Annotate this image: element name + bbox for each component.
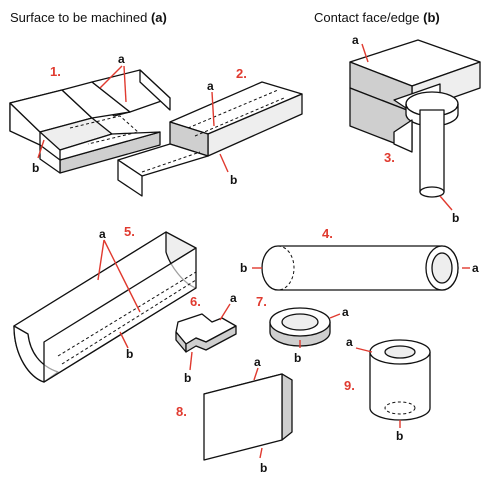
header-right-text: Contact face/edge (314, 10, 420, 25)
part-6-number: 6. (190, 294, 201, 309)
part-5-number: 5. (124, 224, 135, 239)
part-3-label-b: b (452, 211, 459, 225)
part-6-plate (175, 313, 237, 353)
svg-text:Contact face/edge (b): Contact face/edge (b) (314, 10, 440, 25)
part-4-label-a: a (472, 261, 479, 275)
part-7-label-b: b (294, 351, 301, 365)
part-3-number: 3. (384, 150, 395, 165)
part-1-label-b: b (32, 161, 39, 175)
part-9-label-b: b (396, 429, 403, 443)
part-4-label-b: b (240, 261, 247, 275)
header-left: Surface to be machined (a) (10, 10, 167, 25)
part-5-half-pipe (13, 231, 197, 383)
part-3-bracket (349, 39, 481, 198)
part-4-number: 4. (322, 226, 333, 241)
part-7-number: 7. (256, 294, 267, 309)
part-7-label-a: a (342, 305, 349, 319)
header-left-text: Surface to be machined (10, 10, 147, 25)
part-1-number: 1. (50, 64, 61, 79)
part-5-label-b: b (126, 347, 133, 361)
part-6-label-a: a (230, 291, 237, 305)
header-right: Contact face/edge (b) (314, 10, 440, 25)
part-8-label-b: b (260, 461, 267, 475)
part-2-rail (117, 81, 303, 197)
part-8-sheet (203, 373, 293, 461)
part-2-number: 2. (236, 66, 247, 81)
part-8-number: 8. (176, 404, 187, 419)
svg-text:Surface to be machined (a): Surface to be machined (a) (10, 10, 167, 25)
part-8-label-a: a (254, 355, 261, 369)
part-5-label-a: a (99, 227, 106, 241)
part-2-label-b: b (230, 173, 237, 187)
part-3-label-a: a (352, 33, 359, 47)
part-1-label-a: a (118, 52, 125, 66)
part-7-washer (269, 307, 331, 347)
part-2-label-a: a (207, 79, 214, 93)
part-4-tube (261, 245, 459, 291)
leader-lines (37, 43, 470, 459)
header-left-tag: (a) (151, 10, 167, 25)
part-6-label-b: b (184, 371, 191, 385)
part-9-label-a: a (346, 335, 353, 349)
header-right-tag: (b) (423, 10, 440, 25)
part-1-slide-block (9, 69, 171, 174)
part-9-bushing (369, 339, 431, 421)
part-9-number: 9. (344, 378, 355, 393)
